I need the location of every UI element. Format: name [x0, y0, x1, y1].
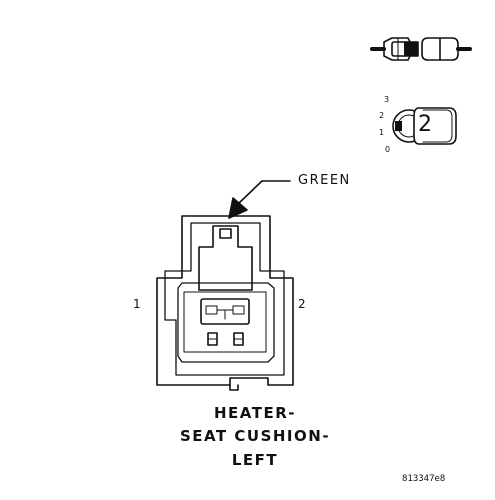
wire-color-leader [228, 180, 291, 219]
pin-1-label: 1 [133, 297, 141, 311]
pin-2-label: 2 [298, 297, 306, 311]
position-number-1: 1 [379, 128, 385, 137]
connector-side-view-icon [370, 37, 472, 61]
position-number-0: 0 [385, 145, 391, 154]
position-number-2: 2 [379, 111, 385, 120]
cavity-count: 2 [418, 112, 432, 137]
position-number-3: 3 [384, 95, 390, 104]
connector-body [156, 215, 294, 391]
cavity-selector-icon [392, 107, 457, 145]
title-line-1: HEATER- [214, 404, 296, 422]
wire-color-label: GREEN [298, 173, 351, 188]
title-line-2: SEAT CUSHION- [179, 427, 331, 445]
title-line-3: LEFT [231, 451, 279, 469]
figure-number: 813347e8 [402, 474, 446, 484]
